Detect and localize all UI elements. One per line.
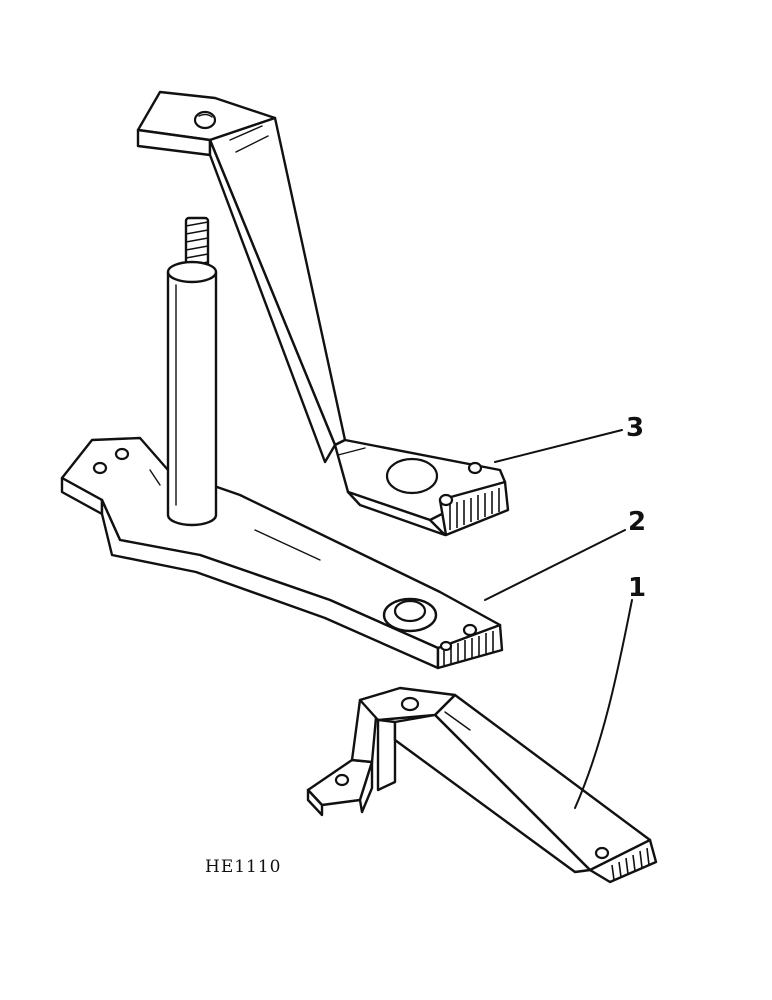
leader-line-2 xyxy=(484,529,626,601)
callout-2: 2 xyxy=(628,507,646,537)
lower-offset-bracket-icon xyxy=(306,686,658,884)
leader-line-3 xyxy=(494,429,623,463)
figure-reference: HE1110 xyxy=(205,857,282,877)
upper-offset-bracket-icon xyxy=(136,90,510,537)
callout-1: 1 xyxy=(628,573,646,603)
leader-line-1 xyxy=(574,599,633,809)
callout-3: 3 xyxy=(626,413,644,443)
pivot-post-bracket-icon xyxy=(60,216,504,670)
